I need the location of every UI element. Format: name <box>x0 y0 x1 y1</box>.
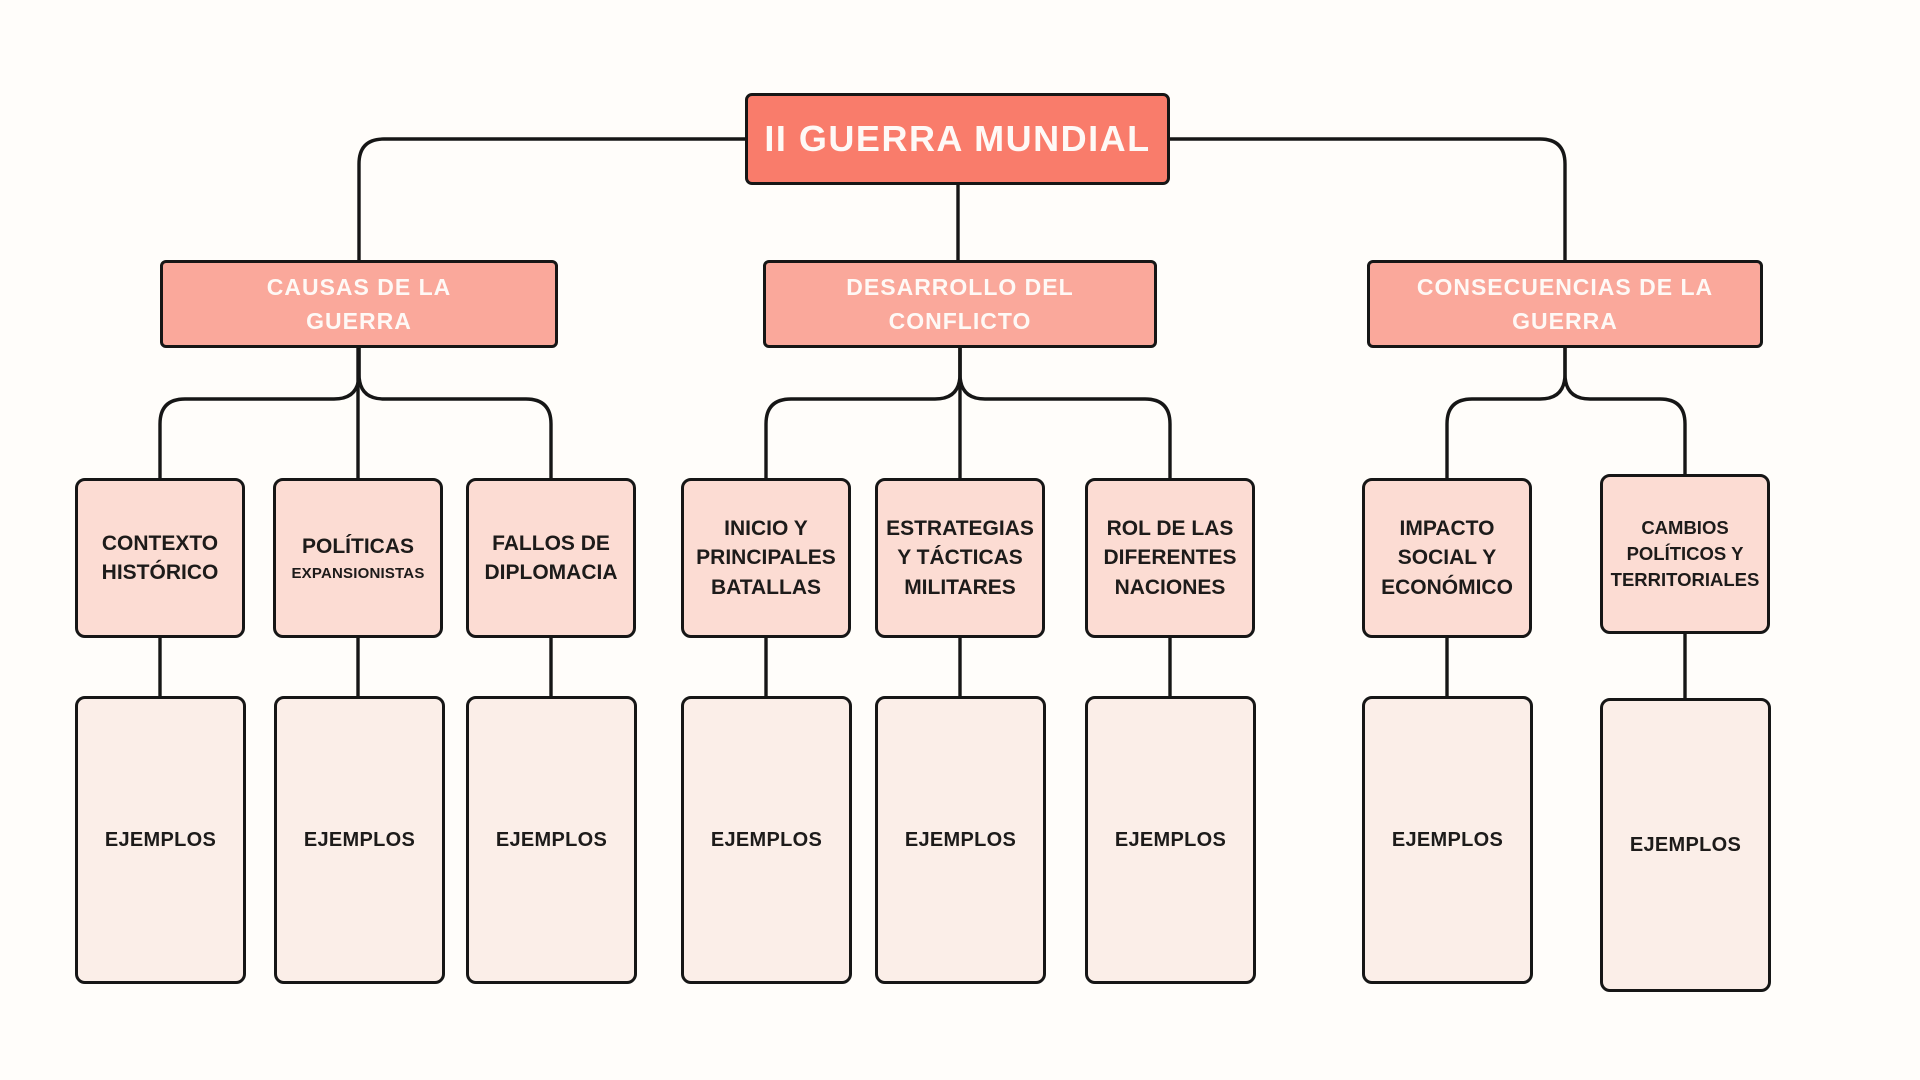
topic-node-impacto-social-economico: IMPACTO SOCIAL Y ECONÓMICO <box>1362 478 1532 638</box>
example-box: EJEMPLOS <box>75 696 246 984</box>
connector-desarrollo-right <box>958 348 1172 478</box>
branch-node-label: CONSECUENCIAS DE LA GUERRA <box>1416 273 1714 335</box>
example-box: EJEMPLOS <box>466 696 637 984</box>
topic-node-label: FALLOS DE DIPLOMACIA <box>484 531 618 584</box>
example-box-label: EJEMPLOS <box>710 828 823 851</box>
example-box-label: EJEMPLOS <box>904 828 1017 851</box>
topic-node-label: ROL DE LAS DIFERENTES NACIONES <box>1103 516 1237 599</box>
topic-node-politicas-expansionistas: POLÍTICAS EXPANSIONISTAS <box>273 478 443 638</box>
example-box-label: EJEMPLOS <box>495 828 608 851</box>
connector-root-to-consecuencias <box>1170 137 1567 262</box>
example-box: EJEMPLOS <box>1600 698 1771 992</box>
topic-node-label: POLÍTICAS <box>301 534 414 558</box>
connector-causas-left <box>158 348 361 478</box>
topic-node-label: ESTRATEGIAS Y TÁCTICAS MILITARES <box>886 516 1034 599</box>
example-box: EJEMPLOS <box>274 696 445 984</box>
branch-node-consecuencias: CONSECUENCIAS DE LA GUERRA <box>1367 260 1763 348</box>
connector-consecuencias-left <box>1445 348 1567 478</box>
root-node-ii-guerra-mundial: II GUERRA MUNDIAL <box>745 93 1170 185</box>
connector-consecuencias-right <box>1563 348 1687 474</box>
example-box: EJEMPLOS <box>681 696 852 984</box>
connector-desarrollo-left <box>764 348 962 478</box>
topic-node-sublabel: EXPANSIONISTAS <box>291 565 425 583</box>
root-node-label: II GUERRA MUNDIAL <box>764 118 1151 159</box>
example-box: EJEMPLOS <box>1085 696 1256 984</box>
topic-node-rol-naciones: ROL DE LAS DIFERENTES NACIONES <box>1085 478 1255 638</box>
branch-node-causas: CAUSAS DE LA GUERRA <box>160 260 558 348</box>
topic-node-cambios-politicos-territoriales: CAMBIOS POLÍTICOS Y TERRITORIALES <box>1600 474 1770 634</box>
topic-node-fallos-de-diplomacia: FALLOS DE DIPLOMACIA <box>466 478 636 638</box>
branch-node-label: DESARROLLO DEL CONFLICTO <box>846 273 1074 335</box>
topic-node-label: CONTEXTO HISTÓRICO <box>101 531 219 584</box>
topic-node-contexto-historico: CONTEXTO HISTÓRICO <box>75 478 245 638</box>
connector-root-to-causas <box>357 137 745 260</box>
example-box: EJEMPLOS <box>1362 696 1533 984</box>
topic-node-inicio-principales-batallas: INICIO Y PRINCIPALES BATALLAS <box>681 478 851 638</box>
example-box: EJEMPLOS <box>875 696 1046 984</box>
example-box-label: EJEMPLOS <box>104 828 217 851</box>
topic-node-label: INICIO Y PRINCIPALES BATALLAS <box>696 516 836 599</box>
topic-node-estrategias-tacticas: ESTRATEGIAS Y TÁCTICAS MILITARES <box>875 478 1045 638</box>
example-box-label: EJEMPLOS <box>303 828 416 851</box>
connector-causas-right <box>357 348 553 478</box>
example-box-label: EJEMPLOS <box>1629 833 1742 856</box>
branch-node-label: CAUSAS DE LA GUERRA <box>266 273 452 335</box>
topic-node-label: CAMBIOS POLÍTICOS Y TERRITORIALES <box>1610 517 1760 590</box>
example-box-label: EJEMPLOS <box>1114 828 1227 851</box>
topic-node-label: IMPACTO SOCIAL Y ECONÓMICO <box>1381 516 1513 599</box>
example-box-label: EJEMPLOS <box>1391 828 1504 851</box>
branch-node-desarrollo: DESARROLLO DEL CONFLICTO <box>763 260 1157 348</box>
